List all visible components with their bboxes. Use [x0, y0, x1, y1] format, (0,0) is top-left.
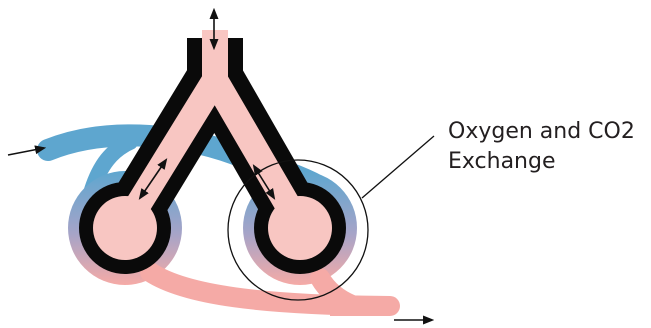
left-alveolus: [93, 196, 157, 260]
exchange-label-line1: Oxygen and CO2: [448, 117, 635, 147]
exchange-callout-leader: [362, 136, 434, 198]
exchange-label-line2: Exchange: [448, 147, 635, 177]
right-alveolus: [268, 196, 332, 260]
exchange-label: Oxygen and CO2 Exchange: [448, 117, 635, 177]
